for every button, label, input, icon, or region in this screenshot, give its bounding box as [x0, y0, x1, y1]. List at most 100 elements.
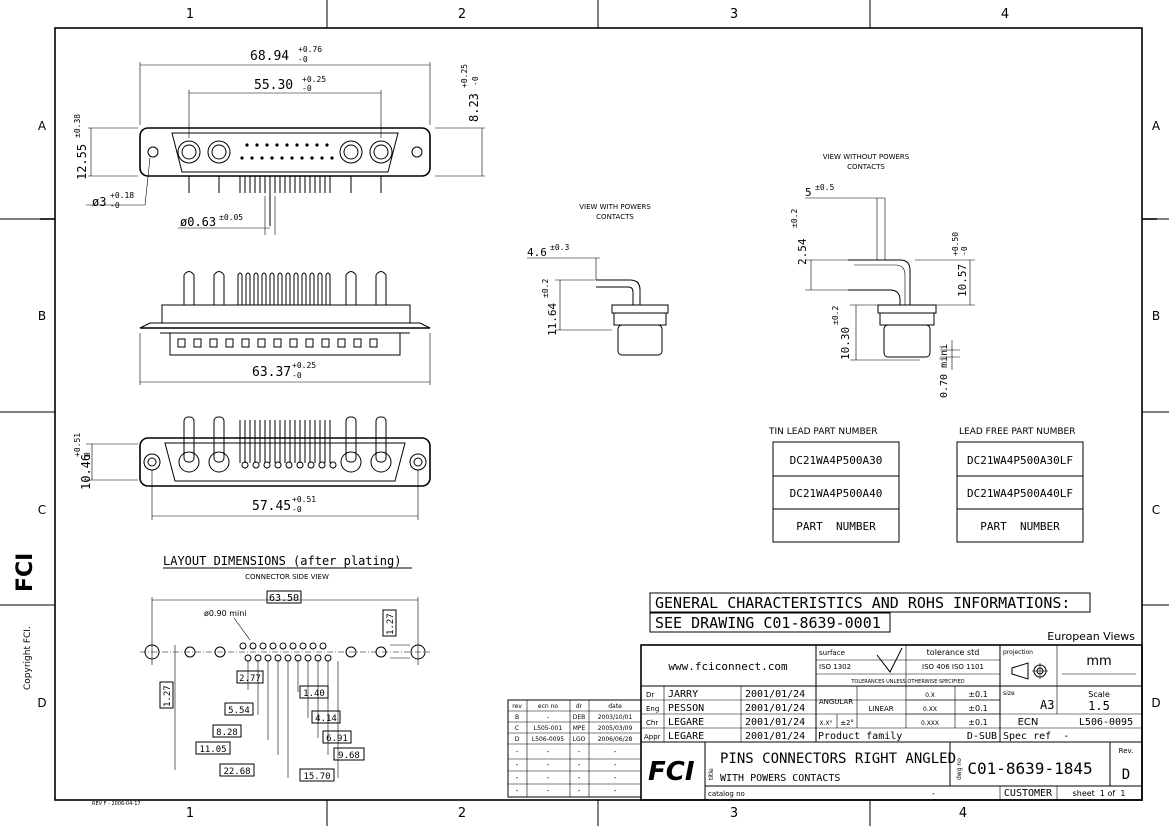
dim-hole-tol-plus: +0.18 [110, 191, 134, 200]
side-slots [177, 338, 378, 348]
dim-hole: ø3 [92, 195, 106, 209]
signal-contacts-top [240, 143, 334, 160]
rev-cell: - [547, 774, 550, 782]
layout-dim-9: 15.70 [303, 772, 330, 782]
units-text: mm [1086, 654, 1111, 669]
rev-cell: LGO [573, 736, 586, 743]
tin-part-2: DC21WA4P500A40 [790, 487, 883, 500]
rev-value: D [1122, 767, 1130, 783]
date-eng: 2001/01/24 [745, 703, 805, 714]
column-labels: 1 2 3 4 1 2 3 4 [186, 7, 1009, 821]
european-views: European Views [1047, 630, 1135, 643]
dim-without-c-tol2: -0 [960, 246, 969, 256]
rev-label: Rev. [1119, 747, 1134, 755]
rev-cell: B [515, 714, 519, 721]
dim-without-d: 10.30 [839, 327, 852, 360]
dim-pitch-tol-plus: +0.25 [302, 75, 326, 84]
dim-pitch-tol-minus: -0 [302, 84, 312, 93]
dim-without-c: 10.57 [956, 264, 969, 297]
layout-title: LAYOUT DIMENSIONS (after plating) [163, 554, 401, 568]
row-label: C [1152, 503, 1160, 517]
dim-right-tol-minus: -0 [471, 76, 480, 86]
row-label: D [37, 696, 46, 710]
row-label: B [38, 309, 46, 323]
view-without-powers: VIEW WITHOUT POWERS CONTACTS 5 ±0.5 2.54… [790, 153, 975, 398]
role-chr: Chr [646, 719, 658, 727]
rev-cell: 2005/03/09 [598, 725, 633, 732]
dim-powers-h-tol: ±0.3 [550, 243, 569, 252]
catalog-label: catalog no [708, 790, 745, 798]
product-family-label: Product family [818, 731, 902, 742]
rev-cell: 2006/06/28 [598, 736, 633, 743]
layout-dim-4: 8.28 [216, 728, 238, 738]
fci-logo: FCI [648, 757, 695, 787]
rev-header: dr [576, 703, 583, 710]
dim-without-b-tol: ±0.2 [790, 209, 799, 228]
rev-cell: - [614, 748, 617, 756]
general-characteristics: GENERAL CHARACTERISTICS AND ROHS INFORMA… [649, 592, 1135, 643]
title-label: title [708, 768, 715, 780]
date-appr: 2001/01/24 [745, 731, 805, 742]
name-appr: LEGARE [668, 731, 704, 742]
fci-side-logo: FCI [13, 553, 38, 592]
column-label: 2 [458, 806, 466, 821]
row-label: C [38, 503, 46, 517]
ecn-label: ECN [1018, 717, 1039, 728]
rev-cell: - [578, 787, 581, 795]
name-dr: JARRY [668, 689, 698, 700]
rev-cell: - [547, 761, 550, 769]
title-block: www.fciconnect.com surface ISO 1302 tole… [640, 644, 1143, 801]
row-labels: A B C D A B C D [37, 119, 1161, 710]
product-family-value: D-SUB [967, 731, 997, 742]
drawing-number: C01-8639-1845 [967, 759, 1092, 778]
general-line-1: GENERAL CHARACTERISTICS AND ROHS INFORMA… [655, 594, 1070, 612]
side-view: 63.37 +0.25 -0 [139, 271, 431, 385]
row-label: A [38, 119, 47, 133]
dim-side-tol-minus: -0 [292, 371, 302, 380]
bottom-view: 57.45 +0.51 -0 10.46 +0.51 0 [73, 416, 431, 520]
row-label: B [1152, 309, 1160, 323]
view-with-powers: VIEW WITH POWERS CONTACTS 4.6 ±0.3 11.64… [527, 203, 669, 356]
linear-format: 0.XXX [921, 720, 939, 727]
role-appr: Appr [644, 733, 661, 741]
view-with-powers-title-2: CONTACTS [596, 213, 634, 221]
dim-overall-tol-plus: +0.76 [298, 45, 322, 54]
general-line-2: SEE DRAWING C01-8639-0001 [655, 614, 881, 632]
layout-dim-5: 6.91 [326, 734, 348, 744]
revision-stamp: REV F - 2006-04-17 [92, 801, 141, 807]
date-chr: 2001/01/24 [745, 717, 805, 728]
dwg-no-label: dwg no [956, 758, 963, 780]
drawing-title-2: WITH POWERS CONTACTS [720, 773, 840, 784]
angular-format: X.X° [819, 720, 832, 727]
view-with-powers-title-1: VIEW WITH POWERS [579, 203, 651, 211]
rev-cell: - [516, 761, 519, 769]
projection-label: projection [1003, 649, 1033, 656]
rev-cell: - [578, 774, 581, 782]
layout-dimensions: LAYOUT DIMENSIONS (after plating) CONNEC… [140, 554, 430, 782]
view-without-powers-title-1: VIEW WITHOUT POWERS [823, 153, 910, 161]
rev-cell: MPE [573, 725, 586, 732]
rev-cell: D [515, 736, 520, 743]
rev-header: rev [512, 703, 522, 710]
dim-right: 8.23 [467, 93, 481, 122]
revision-table: rev ecn no dr date B - DEB 2003/10/01 C … [507, 699, 642, 798]
rev-cell: - [614, 787, 617, 795]
layout-overall: 63.50 [269, 593, 299, 604]
tin-part-1: DC21WA4P500A30 [790, 454, 883, 467]
layout-subtitle: CONNECTOR SIDE VIEW [245, 573, 329, 581]
layout-dim-1: 1.40 [303, 689, 325, 699]
dim-bottom-width-tol-plus: +0.51 [292, 495, 316, 504]
tin-header: TIN LEAD PART NUMBER [768, 427, 878, 437]
layout-dim-2: 5.54 [228, 706, 250, 716]
layout-pitch-v: 1.27 [386, 613, 396, 635]
rev-cell: - [516, 774, 519, 782]
tolerance-std-label: tolerance std [927, 648, 980, 657]
layout-dim-0: 2.77 [239, 674, 261, 684]
dim-height-tol: ±0.38 [73, 114, 82, 138]
column-label: 1 [186, 806, 194, 821]
rev-cell: - [516, 787, 519, 795]
rev-cell: - [614, 774, 617, 782]
dim-bottom-width: 57.45 [252, 499, 291, 514]
angular-tol: ±2° [840, 719, 854, 727]
